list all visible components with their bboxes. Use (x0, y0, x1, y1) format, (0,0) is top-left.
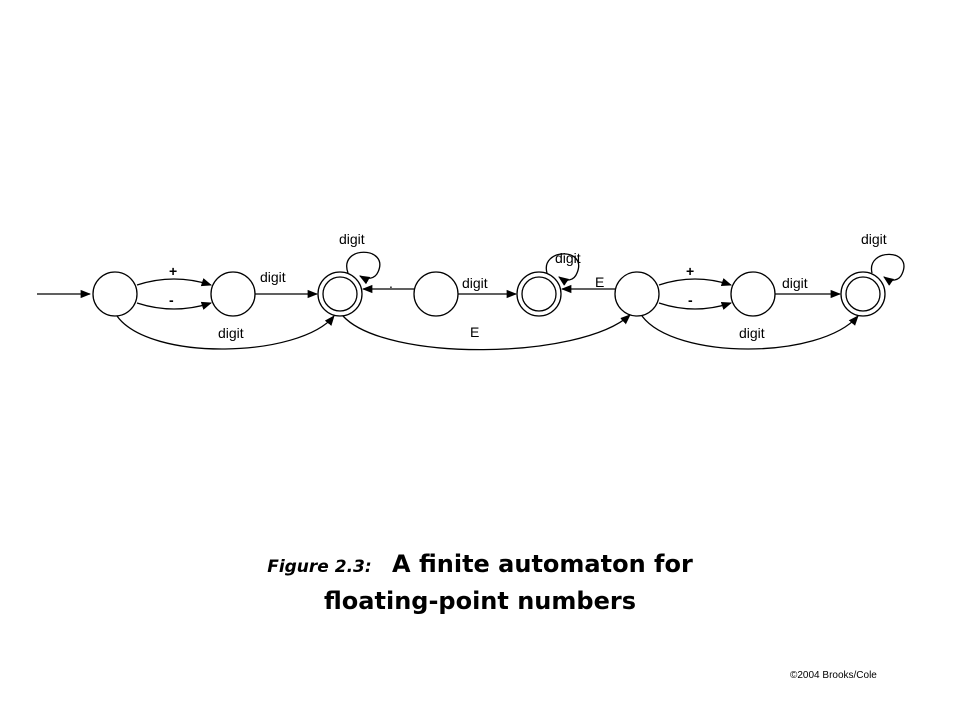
copyright-notice: ©2004 Brooks/Cole (790, 670, 877, 681)
label-plus-2: + (686, 263, 694, 279)
label-digit-loop-2: digit (339, 231, 365, 247)
edge-0-2 (116, 315, 335, 350)
label-dot: . (389, 275, 393, 291)
label-digit-loop-7: digit (861, 231, 887, 247)
label-plus-1: + (169, 263, 177, 279)
state-2-accepting (317, 271, 363, 317)
label-minus-2: - (688, 292, 693, 308)
edge-loop-4 (545, 253, 580, 286)
state-4-accepting (516, 271, 562, 317)
edge-loop-2 (346, 251, 381, 285)
label-digit-5-7: digit (739, 325, 765, 341)
state-7-accepting (840, 271, 886, 317)
label-minus-1: - (169, 292, 174, 308)
state-6 (730, 271, 776, 317)
label-digit-3-4: digit (462, 275, 488, 291)
edge-2-5 (342, 314, 631, 351)
figure-label: Figure 2.3: (267, 557, 372, 577)
caption-title-part-2: floating-point numbers (324, 587, 636, 615)
edge-loop-7 (870, 253, 905, 286)
state-1 (210, 271, 256, 317)
label-digit-6-7: digit (782, 275, 808, 291)
figure-caption: Figure 2.3: A finite automaton for float… (0, 546, 960, 617)
edge-0-1-minus (136, 301, 212, 310)
edge-5-7 (641, 315, 859, 350)
caption-title-part-1: A finite automaton for (392, 550, 693, 578)
edge-5-6-plus (658, 278, 732, 286)
label-digit-0-2: digit (218, 325, 244, 341)
edge-0-1-plus (136, 278, 212, 287)
state-3 (413, 271, 459, 317)
edge-5-6-minus (658, 302, 732, 310)
label-digit-loop-4: digit (555, 250, 581, 266)
state-0 (92, 271, 138, 317)
label-E-2-5: E (470, 324, 479, 340)
state-5 (614, 271, 660, 317)
caption-line-1: Figure 2.3: A finite automaton for (0, 546, 960, 585)
label-digit-1-2: digit (260, 269, 286, 285)
label-E-4-5: E (595, 274, 604, 290)
